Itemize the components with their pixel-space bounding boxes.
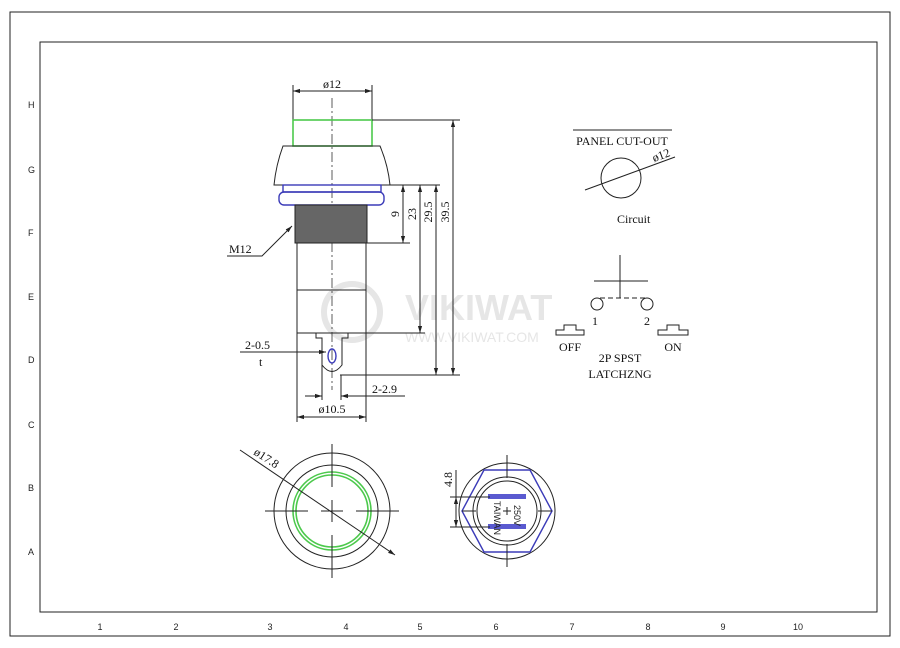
circuit-label: Circuit xyxy=(617,212,651,226)
watermark-url: WWW.VIKIWAT.COM xyxy=(405,329,539,345)
rear-view: 4.8 TAIWAN 250V xyxy=(441,455,556,567)
button-cap xyxy=(292,119,373,147)
hole-label: 2-2.9 xyxy=(372,382,397,396)
dim-9: 9 xyxy=(388,211,402,217)
on-switch-icon xyxy=(657,324,689,336)
circuit-diagram: 1 2 OFF ON 2P SPST LATCHZNG xyxy=(555,255,689,381)
col-label: 5 xyxy=(417,622,422,632)
pin-bottom xyxy=(488,524,526,529)
nut xyxy=(278,191,385,206)
row-label: G xyxy=(28,165,35,175)
dim-23: 23 xyxy=(405,208,419,220)
terminal-t-label: t xyxy=(259,355,263,369)
dim-dia-bottom: ø10.5 xyxy=(319,402,346,416)
off-switch-icon xyxy=(555,324,585,336)
col-label: 9 xyxy=(720,622,725,632)
column-labels: 1 2 3 4 5 6 7 8 9 10 xyxy=(97,622,803,632)
panel-cutout-title: PANEL CUT-OUT xyxy=(576,134,668,148)
row-label: C xyxy=(28,420,35,430)
outer-border xyxy=(9,11,891,637)
thread-label: M12 xyxy=(229,242,252,256)
front-view: ø17.8 xyxy=(239,444,399,578)
panel-cutout: PANEL CUT-OUT ø12 Circuit xyxy=(573,129,676,226)
row-label: D xyxy=(28,355,35,365)
dim-dia-top: ø12 xyxy=(323,77,341,91)
switch-type-label: 2P SPST xyxy=(599,351,642,365)
col-label: 7 xyxy=(569,622,574,632)
dim-29-5: 29.5 xyxy=(421,202,435,223)
pin-1-label: 1 xyxy=(592,314,598,328)
col-label: 10 xyxy=(793,622,803,632)
pin-spacing-label: 4.8 xyxy=(441,472,455,487)
col-label: 2 xyxy=(173,622,178,632)
on-label: ON xyxy=(664,340,682,354)
row-label: F xyxy=(28,228,34,238)
row-label: A xyxy=(28,547,34,557)
pin-2-label: 2 xyxy=(644,314,650,328)
col-label: 4 xyxy=(343,622,348,632)
col-label: 3 xyxy=(267,622,272,632)
terminal-thickness-label: 2-0.5 xyxy=(245,338,270,352)
thread xyxy=(294,204,368,244)
row-labels: H G F E D C B A xyxy=(28,100,35,557)
terminal-hole xyxy=(327,348,337,364)
row-label: B xyxy=(28,483,34,493)
side-view: ø12 9 23 29.5 39.5 M12 2-0.5 t 2-2.9 ø10… xyxy=(227,77,460,422)
marking-voltage: 250V xyxy=(512,505,522,526)
front-dia-label: ø17.8 xyxy=(251,445,281,471)
col-label: 6 xyxy=(493,622,498,632)
col-label: 8 xyxy=(645,622,650,632)
watermark: VIKIWAT WWW.VIKIWAT.COM xyxy=(321,281,552,345)
body xyxy=(296,242,367,334)
row-label: H xyxy=(28,100,35,110)
inner-border xyxy=(39,41,878,613)
pin-top xyxy=(488,494,526,499)
marking-taiwan: TAIWAN xyxy=(492,501,502,535)
off-label: OFF xyxy=(559,340,581,354)
watermark-brand: VIKIWAT xyxy=(405,287,552,328)
switch-mode-label: LATCHZNG xyxy=(588,367,652,381)
col-label: 1 xyxy=(97,622,102,632)
dim-39-5: 39.5 xyxy=(438,202,452,223)
panel-cutout-dia: ø12 xyxy=(650,146,672,165)
row-label: E xyxy=(28,292,34,302)
